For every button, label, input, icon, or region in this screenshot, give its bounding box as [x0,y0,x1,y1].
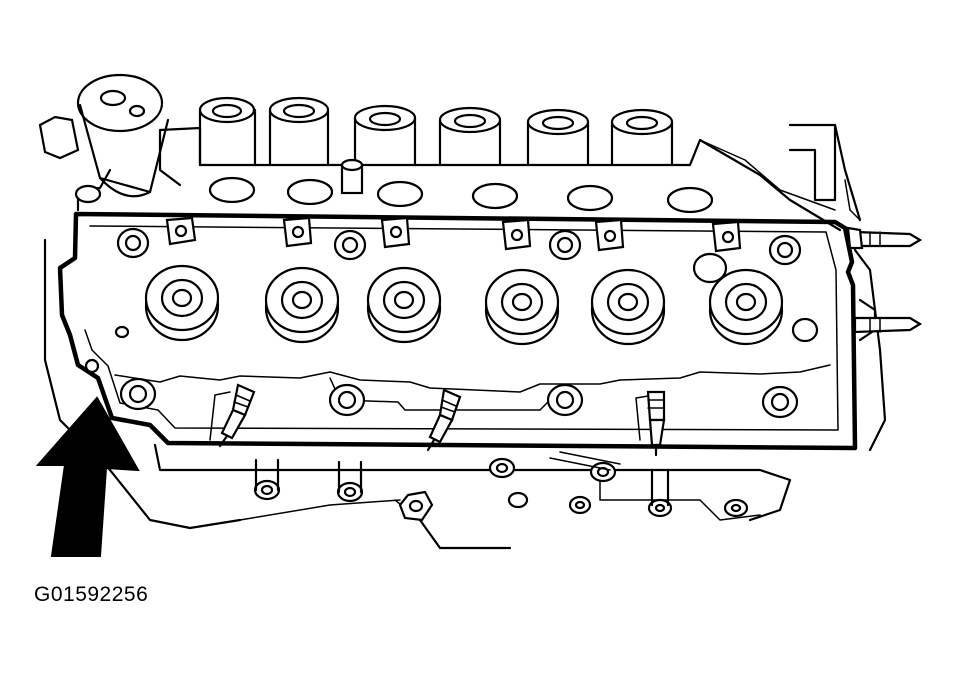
spark-plug [209,383,256,448]
intake-port [438,106,502,167]
intake-port [198,96,257,167]
chamber [484,268,560,346]
intake-port [526,108,590,167]
spark-plugs [209,383,666,457]
head-bolt-holes [84,227,819,419]
up-arrow-icon [35,396,140,557]
figure-id-label: G01592256 [34,583,149,606]
rocker-studs [165,216,742,253]
chamber [708,268,784,346]
side-studs [846,226,923,334]
intake-port [610,108,674,167]
intake-port [353,104,417,167]
spark-plug [635,390,666,457]
oil-pressure-sender [38,73,170,204]
chamber [590,268,666,346]
intake-port [268,96,330,167]
intake-ports [198,96,674,167]
spark-plug [426,388,462,452]
lower-bolts [253,451,749,522]
combustion-chambers [144,264,784,346]
chamber [366,266,442,344]
chamber [144,264,220,342]
chamber [264,266,340,344]
upper-bolt-bosses [208,158,714,214]
